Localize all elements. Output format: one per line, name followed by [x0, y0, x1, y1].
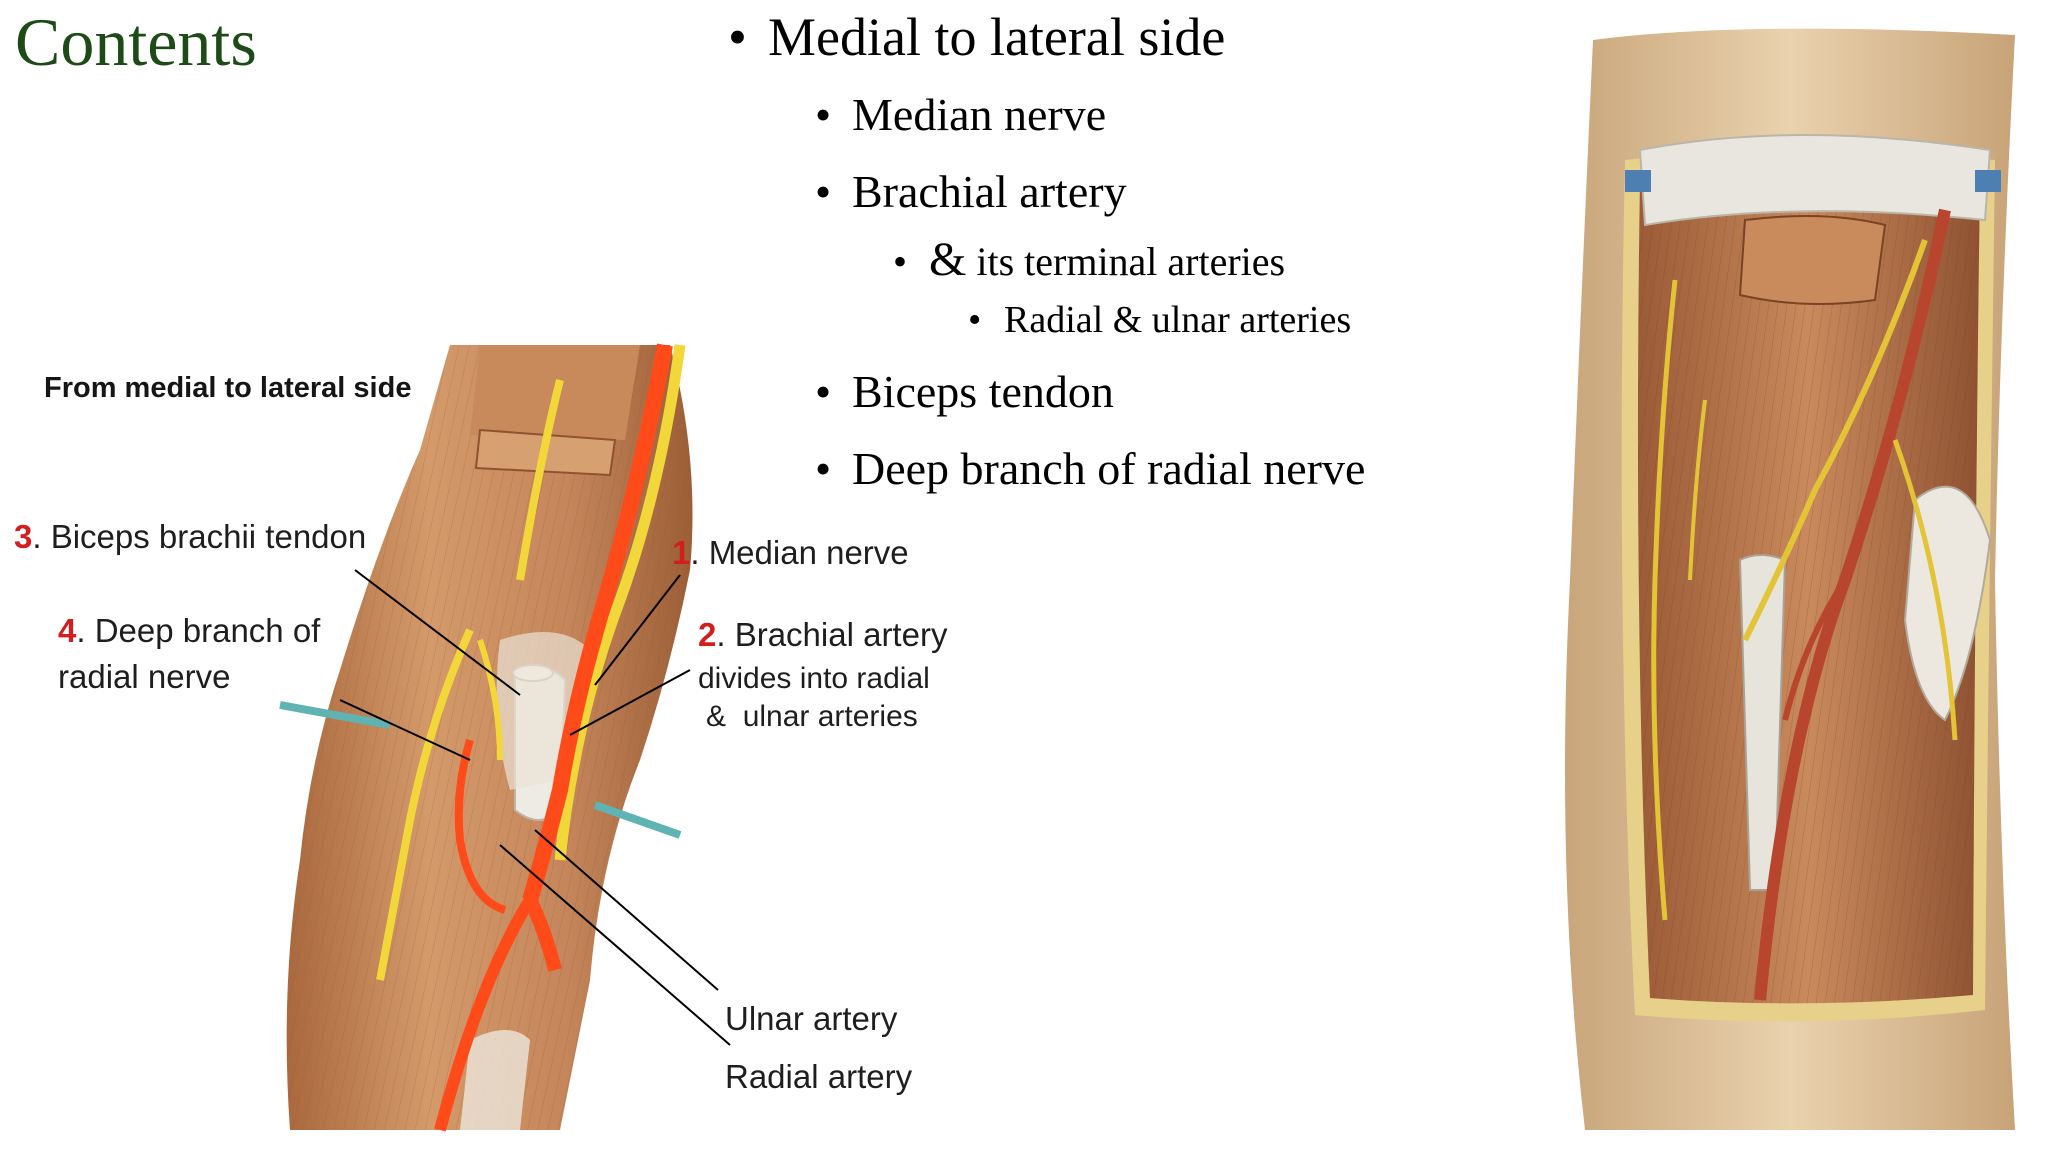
label-median-nerve: 1. Median nerve	[672, 534, 909, 571]
label-biceps-tendon: 3. Biceps brachii tendon	[14, 518, 367, 555]
clip-icon-right	[1975, 170, 2001, 192]
forearm-dissection-illustration	[1565, 28, 2015, 1131]
label-deep-branch: 4. Deep branch of	[58, 612, 321, 649]
cubital-fossa-illustration	[279, 343, 731, 1132]
retractor-right	[593, 801, 682, 839]
bullet-medial-to-lateral: •Medial to lateral side	[728, 7, 1226, 67]
bullet-median-nerve: •Median nerve	[815, 89, 1107, 140]
label-brachial-line2: divides into radial	[698, 662, 930, 695]
clip-icon-left	[1625, 170, 1651, 192]
bullet-brachial-artery: •Brachial artery	[815, 166, 1127, 217]
bullet-radial-ulnar: •Radial & ulnar arteries	[968, 299, 1352, 341]
bullet-terminal-arteries: •& its terminal arteries	[893, 233, 1286, 286]
brachial-artery-shape	[522, 343, 673, 903]
slide-title: Contents	[15, 4, 257, 80]
radial-nerve-shape	[376, 628, 474, 981]
label-deep-branch-line2: radial nerve	[58, 658, 231, 695]
fascia-band	[1638, 134, 1992, 227]
nerve-right-main	[1742, 238, 1928, 642]
retractor-left	[279, 701, 391, 729]
bullet-deep-branch: •Deep branch of radial nerve	[815, 443, 1366, 494]
label-brachial-line3: & ulnar arteries	[706, 700, 918, 733]
bullet-biceps-tendon: •Biceps tendon	[815, 366, 1114, 417]
right-anatomy-figure	[1545, 20, 2048, 1152]
ulnar-artery-shape	[523, 896, 562, 972]
left-figure-heading: From medial to lateral side	[44, 372, 412, 404]
label-radial-artery: Radial artery	[725, 1058, 913, 1095]
radial-artery-shape	[434, 896, 536, 1132]
label-brachial-artery: 2. Brachial artery	[698, 616, 948, 653]
left-anatomy-figure: From medial to lateral side 3. Biceps br…	[0, 340, 980, 1152]
label-ulnar-artery: Ulnar artery	[725, 1000, 898, 1037]
median-nerve-shape	[554, 344, 686, 861]
